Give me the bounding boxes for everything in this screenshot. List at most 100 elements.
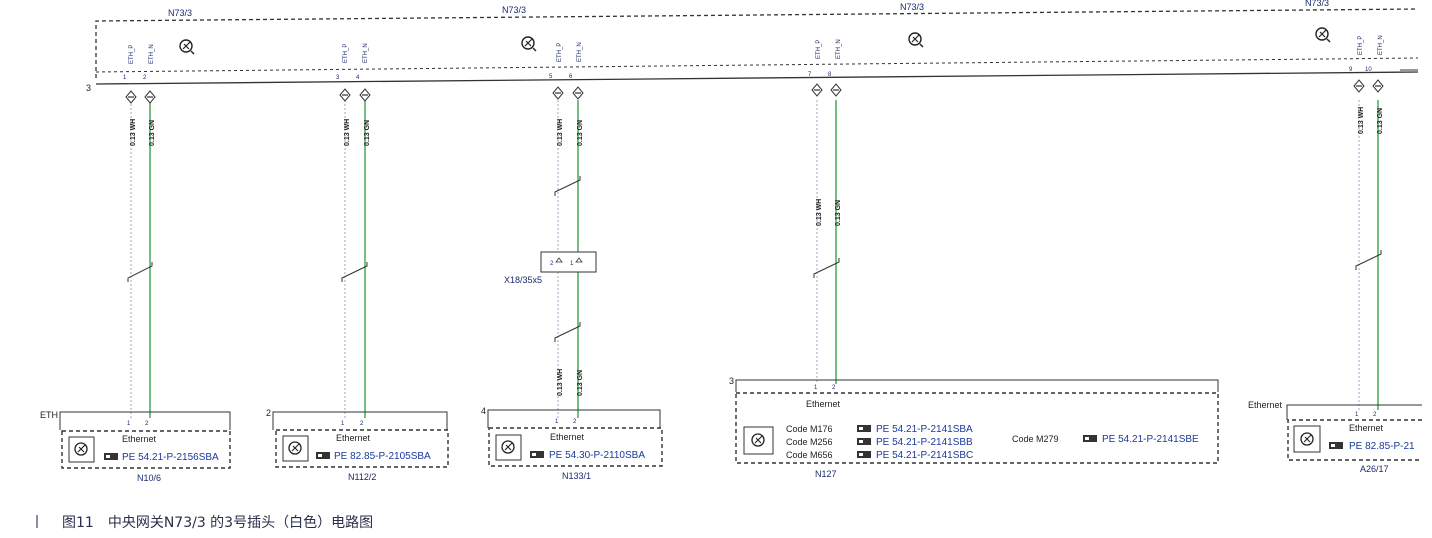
caption-marker [36,515,38,528]
pe-reference: PE 54.30-P-2110SBA [549,450,645,461]
wire-pair-n133-1: 0.13 WH 0.13 GN 0.13 WH 0.13 GN [554,100,584,418]
pin-number: 2 [143,75,147,81]
pe-reference: PE 54.21-P-2141SBE [1102,434,1199,445]
pin-tag: ETH_P [1358,36,1364,55]
code-label: Code M256 [786,437,833,447]
gateway-label: N73/3 [1305,0,1329,8]
module-pin: 1 [341,421,345,427]
module-pin: 2 [360,421,364,427]
module-n127: 3 1 2 Ethernet Code M176 Code M256 Code … [729,376,1219,479]
wire-label-wh: 0.13 WH [557,369,564,396]
pin-number: 9 [1349,67,1353,73]
reference-book-icon [857,451,871,458]
control-unit-icon [501,440,515,454]
reference-book-icon [316,452,330,459]
wire-label-wh: 0.13 WH [344,119,351,146]
module-pin: 2 [832,385,836,391]
module-n133-1: 4 1 2 Ethernet PE 54.30-P-2110SBA N133/1 [481,406,663,481]
module-corner-label: 2 [266,408,271,418]
reference-book-icon [857,425,871,432]
pin-number: 1 [123,75,127,81]
pin-tag: ETH_N [836,39,842,59]
pe-reference: PE 54.21-P-2141SBC [876,450,973,461]
gateway-pin-group: ETH_P ETH_N 5 6 [549,42,583,80]
reference-book-icon [104,453,118,460]
gateway-pin-group: ETH_P ETH_N 7 8 [808,39,842,78]
control-unit-icon [908,32,924,48]
control-unit-icon [179,39,195,55]
pin-number: 7 [808,72,812,78]
ethernet-label: Ethernet [550,432,585,442]
pe-reference: PE 82.85-P-21 [1349,441,1415,452]
module-n112-2: 2 1 2 Ethernet PE 82.85-P-2105SBA N112/2 [266,408,449,482]
module-pin: 2 [1373,412,1377,418]
control-unit-icon [1300,432,1314,446]
module-name: N10/6 [137,473,161,483]
reference-book-icon [857,438,871,445]
module-name: A26/17 [1360,464,1389,474]
module-corner-label: Ethernet [1248,400,1283,410]
wire-pair-a26-17: 0.13 WH 0.13 GN [1355,100,1384,410]
code-label: Code M176 [786,424,833,434]
pin-tag: ETH_P [816,40,822,59]
ethernet-label: Ethernet [122,434,157,444]
pin-tag: ETH_N [149,44,155,64]
wire-label-gn: 0.13 GN [364,120,371,146]
pin-number: 5 [549,74,553,80]
wire-label-wh: 0.13 WH [816,199,823,226]
pe-reference: PE 54.21-P-2156SBA [122,452,219,463]
wire-label-wh: 0.13 WH [557,119,564,146]
inline-connector-x18: 2 1 X18/35x5 [504,251,597,285]
control-unit-icon [288,441,302,455]
pe-reference: PE 54.21-P-2141SBA [876,424,973,435]
pe-reference: PE 54.21-P-2141SBB [876,437,973,448]
gateway-enclosure: N73/3 N73/3 N73/3 N73/3 3 [86,0,1419,93]
control-unit-icon [751,433,765,447]
module-corner-label: ETH [40,410,58,420]
wire-pair-n127: 0.13 WH 0.13 GN [813,100,842,384]
pin-tag: ETH_N [577,42,583,62]
module-name: N127 [815,469,837,479]
gateway-label: N73/3 [502,5,526,15]
pin-tag: ETH_P [557,43,563,62]
wire-pair-n10-6: 0.13 WH 0.13 GN [127,100,156,418]
gateway-label: N73/3 [168,8,192,18]
wire-label-gn: 0.13 GN [577,120,584,146]
module-n10-6: ETH 1 2 Ethernet PE 54.21-P-2156SBA N10/… [40,410,231,483]
caption-text: 图11 中央网关N73/3 的3号插头（白色）电路图 [62,515,374,531]
pin-number: 3 [336,75,340,81]
pin-number: 8 [828,72,832,78]
module-pin: 1 [555,419,559,425]
pin-number: 6 [569,74,573,80]
code-label: Code M279 [1012,434,1059,444]
connector-pin: 2 [550,261,554,267]
figure-caption: 图11 中央网关N73/3 的3号插头（白色）电路图 [36,512,373,532]
reference-book-icon [530,451,544,458]
module-corner-label: 4 [481,406,486,416]
gateway-pin-group: ETH_P ETH_N 9 10 [1349,35,1384,73]
code-label: Code M656 [786,450,833,460]
wire-label-gn: 0.13 GN [1377,108,1384,134]
connector-arrows [125,79,1384,104]
pin-tag: ETH_P [129,45,135,64]
ethernet-label: Ethernet [336,433,371,443]
control-unit-icon [74,442,88,456]
connector-label: X18/35x5 [504,275,542,285]
control-unit-icon [1315,27,1331,43]
module-a26-17: Ethernet 1 2 Ethernet PE 82.85-P-21 A26/… [1248,400,1422,474]
pin-number: 4 [356,75,360,81]
reference-book-icon [1083,435,1097,442]
gateway-label: N73/3 [900,2,924,12]
gateway-unit-symbols [179,27,1331,55]
pin-number: 10 [1365,67,1372,73]
module-pin: 1 [814,385,818,391]
module-pin: 1 [127,421,131,427]
wire-pair-n112-2: 0.13 WH 0.13 GN [341,100,371,418]
module-corner-label: 3 [729,376,734,386]
wire-label-wh: 0.13 WH [1358,107,1365,134]
module-pin: 2 [573,419,577,425]
module-pin: 2 [145,421,149,427]
wire-label-gn: 0.13 GN [149,120,156,146]
pe-reference: PE 82.85-P-2105SBA [334,451,431,462]
